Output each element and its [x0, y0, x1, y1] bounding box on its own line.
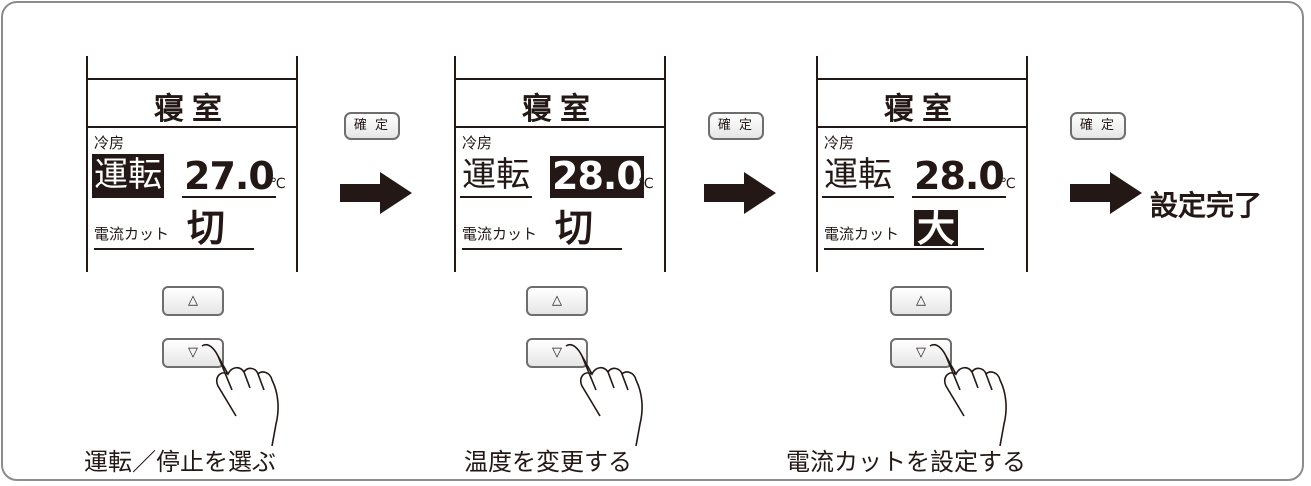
- down-button[interactable]: ▽: [162, 338, 224, 368]
- up-button[interactable]: △: [526, 286, 588, 316]
- current-cut-value: 大: [914, 209, 959, 247]
- hand-pointer-icon: [929, 343, 1007, 447]
- room-name: 寝室: [884, 92, 960, 127]
- run-status: 運転: [822, 154, 894, 198]
- mode-label: 冷房: [824, 134, 855, 152]
- run-row: 運転 28.0 ℃: [822, 154, 1022, 200]
- run-status: 運転: [460, 154, 532, 198]
- mode-label: 冷房: [94, 134, 125, 152]
- screen-top-rule: [88, 78, 296, 80]
- confirm-button[interactable]: 確 定: [344, 112, 400, 140]
- room-rule: [818, 126, 1026, 128]
- right-arrow-icon: [340, 172, 412, 214]
- current-cut-row: 電流カット 大: [824, 208, 984, 250]
- current-cut-value: 切: [555, 206, 594, 250]
- run-row: 運転 27.0 ℃: [92, 154, 292, 200]
- confirm-button[interactable]: 確 定: [708, 112, 764, 140]
- confirm-button[interactable]: 確 定: [1070, 112, 1126, 140]
- current-cut-label: 電流カット: [462, 225, 538, 243]
- mode-label: 冷房: [462, 134, 493, 152]
- temperature-value: 28.0: [550, 154, 644, 198]
- hand-pointer-icon: [565, 343, 643, 447]
- screen-top-rule: [818, 78, 1026, 80]
- remote-screen-2: 寝室 冷房 運転 28.0 ℃ 電流カット 切: [454, 56, 666, 272]
- down-button[interactable]: ▽: [526, 338, 588, 368]
- current-cut-value: 切: [187, 206, 226, 250]
- right-arrow-icon: [1070, 172, 1142, 214]
- up-button[interactable]: △: [162, 286, 224, 316]
- current-cut-row: 電流カット 切: [94, 206, 254, 250]
- down-button[interactable]: ▽: [890, 338, 952, 368]
- step-caption-1: 運転／停止を選ぶ: [84, 448, 276, 476]
- screen-top-rule: [456, 78, 664, 80]
- temperature-unit: ℃: [1000, 176, 1016, 192]
- hand-pointer-icon: [201, 343, 279, 447]
- up-button[interactable]: △: [890, 286, 952, 316]
- run-row: 運転 28.0 ℃: [460, 154, 660, 200]
- setting-complete-label: 設定完了: [1150, 189, 1263, 222]
- room-rule: [456, 126, 664, 128]
- current-cut-label: 電流カット: [824, 225, 900, 243]
- step-caption-3: 電流カットを設定する: [786, 448, 1026, 476]
- temperature-value: 28.0: [912, 154, 1006, 198]
- current-cut-label: 電流カット: [94, 225, 170, 243]
- current-cut-row: 電流カット 切: [462, 206, 622, 250]
- remote-screen-3: 寝室 冷房 運転 28.0 ℃ 電流カット 大: [816, 56, 1028, 272]
- room-rule: [88, 126, 296, 128]
- right-arrow-icon: [704, 172, 776, 214]
- room-name: 寝室: [522, 92, 598, 127]
- remote-screen-1: 寝室 冷房 運転 27.0 ℃ 電流カット 切: [86, 56, 298, 272]
- step-caption-2: 温度を変更する: [464, 448, 632, 476]
- run-status: 運転: [92, 154, 164, 198]
- temperature-value: 27.0: [182, 154, 276, 198]
- temperature-unit: ℃: [638, 176, 654, 192]
- temperature-unit: ℃: [270, 176, 286, 192]
- room-name: 寝室: [154, 92, 230, 127]
